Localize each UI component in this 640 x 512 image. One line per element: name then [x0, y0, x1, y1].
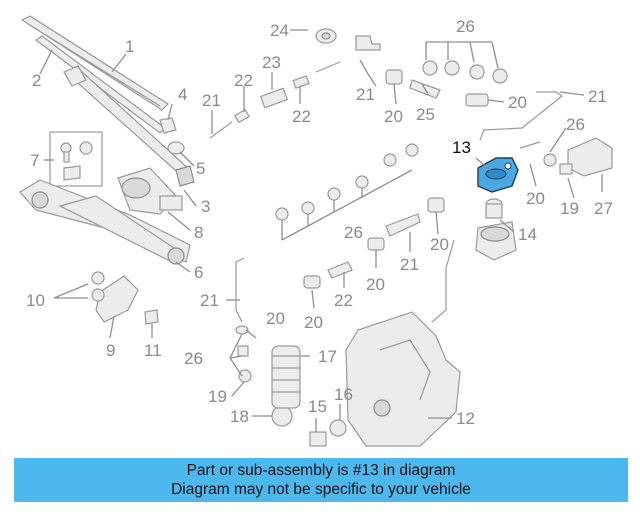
callout-22-b: 22	[292, 107, 311, 126]
wiper-linkage-part	[19, 179, 191, 265]
banner-line-2: Diagram may not be specific to your vehi…	[171, 481, 471, 498]
callout-2: 2	[32, 71, 41, 90]
info-banner: Part or sub-assembly is #13 in diagram D…	[14, 458, 628, 502]
callout-1: 1	[125, 37, 134, 56]
callout-21-mid: 21	[400, 255, 419, 274]
hose-right-part	[479, 91, 564, 149]
callout-3: 3	[201, 197, 210, 216]
callout-10: 10	[26, 291, 45, 310]
callout-26-left: 26	[184, 349, 203, 368]
callout-9: 9	[106, 341, 115, 360]
callout-20-mid: 20	[526, 189, 545, 208]
callout-7: 7	[30, 151, 39, 170]
leader-lines	[39, 29, 603, 432]
nut-part	[159, 117, 185, 155]
callout-11: 11	[144, 341, 162, 360]
callout-14: 14	[518, 225, 537, 244]
connectors-part	[209, 28, 489, 139]
wiper-arm-part	[63, 65, 195, 187]
callout-24: 24	[270, 21, 289, 40]
wiper-motor-part	[117, 167, 183, 215]
callout-26-top: 26	[456, 17, 475, 36]
callout-21-lower-left: 21	[200, 291, 219, 310]
wiper-blade-part	[20, 15, 169, 134]
callout-15: 15	[308, 397, 327, 416]
hardware-kit-box	[49, 131, 103, 187]
callout-22-a: 22	[234, 71, 253, 90]
callout-4: 4	[178, 85, 187, 104]
callout-21-center: 21	[356, 85, 375, 104]
callout-6: 6	[194, 263, 203, 282]
callout-17: 17	[318, 347, 337, 366]
reservoir-part	[345, 239, 461, 447]
callout-26-mid: 26	[344, 223, 363, 242]
parts-diagram: 1 2 3 4 5 6 7 8 9 10 11 12 13 14 15 16 1…	[19, 15, 613, 447]
callout-22-c: 22	[334, 291, 353, 310]
callout-20-center-b: 20	[366, 275, 385, 294]
callout-16: 16	[334, 385, 353, 404]
filler-neck-part	[475, 198, 517, 261]
callout-20-center-a: 20	[430, 235, 449, 254]
callout-19-left: 19	[208, 387, 227, 406]
filler-cap-highlighted-part	[477, 157, 519, 193]
pump-part	[271, 345, 347, 447]
callout-25: 25	[416, 105, 435, 124]
callout-20-right: 20	[508, 93, 527, 112]
callout-20-center-c: 20	[304, 313, 323, 332]
callout-12: 12	[456, 409, 475, 428]
callout-23: 23	[262, 53, 281, 72]
callout-8: 8	[194, 223, 203, 242]
callout-20-left: 20	[266, 309, 285, 328]
callout-27: 27	[594, 199, 613, 218]
callout-labels: 1 2 3 4 5 6 7 8 9 10 11 12 13 14 15 16 1…	[26, 17, 613, 428]
nozzle-set-part	[422, 60, 613, 177]
callout-18: 18	[230, 407, 249, 426]
bracket-part	[91, 271, 159, 325]
callout-26-right: 26	[566, 115, 585, 134]
callout-20-top: 20	[384, 107, 403, 126]
callout-19-right: 19	[560, 199, 579, 218]
callout-5: 5	[196, 159, 205, 178]
callout-21-left: 21	[202, 91, 221, 110]
callout-13: 13	[452, 138, 471, 157]
callout-21-right: 21	[588, 87, 607, 106]
banner-line-1: Part or sub-assembly is #13 in diagram	[186, 462, 456, 479]
